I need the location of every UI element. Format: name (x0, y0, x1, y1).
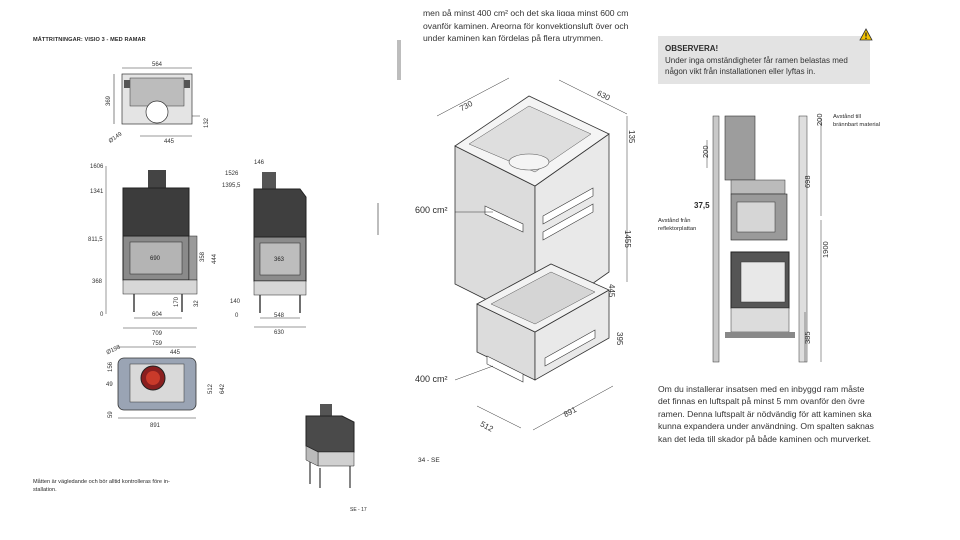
section-d698: 698 (803, 175, 812, 188)
body-line-4: kunna expandera under användning. Om spa… (658, 421, 874, 432)
section-d385: 385 (803, 331, 812, 344)
enc-dim-f: 395 (615, 332, 624, 346)
front-b1: 170 (174, 296, 180, 307)
label-600cm2: 600 cm² (415, 205, 448, 215)
side-view-drawing: 146 1526 1395,5 363 140 0 548 630 (222, 160, 307, 335)
side-h3: 140 (230, 299, 241, 305)
enc-dim-g: 512 (479, 419, 495, 433)
section-d1900: 1900 (821, 241, 830, 258)
body-paragraph: Om du installerar insatsen med en inbygg… (658, 383, 883, 445)
front-glass-h: 358 (200, 251, 206, 262)
top-depth-label: 369 (106, 95, 112, 106)
intro-line-2: ovanför kaminen. Areorna för konvektions… (423, 21, 629, 31)
body-line-3: ramen. Denna luftspalt är nödvändig för … (658, 408, 872, 419)
front-b2: 32 (194, 300, 200, 307)
intro-line-3: under kaminen kan fördelas på flera utry… (423, 33, 604, 43)
top-side-label: 132 (204, 117, 210, 128)
front-r1: 444 (212, 253, 218, 264)
left-page-note: Måtten är vägledande och bör alltid kont… (33, 479, 170, 493)
warning-body: Under inga omständigheter får ramen bela… (665, 56, 848, 76)
plan-view-drawing: Ø198 759 445 156 49 59 512 642 891 (106, 341, 226, 429)
front-view-drawing: 1606 1341 811,5 368 0 690 444 358 170 32… (88, 164, 218, 335)
plan-w3: 891 (150, 423, 161, 429)
side-h2: 1395,5 (222, 183, 241, 189)
plan-l3: 59 (108, 411, 114, 418)
plan-w1: 759 (152, 341, 163, 347)
warning-box (658, 36, 870, 84)
side-v1: 363 (274, 257, 285, 263)
enc-dim-c: 135 (627, 130, 636, 144)
top-width-label: 564 (152, 62, 163, 68)
front-h2: 1341 (90, 189, 104, 195)
fireplace-3d-drawing (305, 404, 355, 488)
left-page: MÅTTRITNINGAR: VISIO 3 - MED RAMAR 564 3… (0, 0, 395, 540)
front-h1: 1606 (90, 164, 104, 170)
enc-dim-h: 891 (562, 405, 578, 419)
warning-title: OBSERVERA! (665, 44, 719, 53)
side-d1: 548 (274, 313, 285, 319)
right-page-number: 34 - SE (418, 457, 440, 464)
front-h4: 368 (92, 279, 103, 285)
label-400cm2: 400 cm² (415, 374, 448, 384)
side-h1: 1526 (225, 171, 239, 177)
front-zero: 0 (100, 312, 104, 318)
body-line-2: det finnas en luftspalt på minst 5 mm ov… (658, 396, 865, 407)
plan-h2: 642 (220, 383, 226, 394)
gutter-mark-mid (377, 203, 379, 235)
right-page: men på minst 400 cm² och det ska ligga m… (403, 0, 960, 540)
front-h3: 811,5 (88, 237, 103, 243)
warning-icon (859, 28, 873, 41)
front-glass-label: 690 (150, 256, 161, 262)
intro-line-1: men på minst 400 cm² och det ska ligga m… (423, 9, 629, 16)
section-label-left: Avstånd från reflektorplattan (658, 218, 697, 232)
enclosure-drawing: 730 630 135 1455 445 395 512 891 (436, 77, 636, 434)
body-line-5: kan det leda till skador på både kaminen… (658, 433, 872, 444)
section-d200b: 200 (701, 145, 710, 158)
body-line-1: Om du installerar insatsen med en inbygg… (658, 384, 865, 394)
left-page-number: SE - 17 (350, 507, 367, 513)
plan-l2: 49 (106, 382, 113, 388)
enc-dim-b: 630 (595, 89, 611, 103)
side-t1: 146 (254, 160, 265, 166)
side-zero: 0 (235, 313, 239, 319)
front-w2: 709 (152, 331, 163, 335)
gutter-mark-top (397, 40, 401, 80)
section-label-right: Avstånd till brännbart material (833, 114, 881, 128)
side-d2: 630 (274, 330, 285, 335)
left-page-heading: MÅTTRITNINGAR: VISIO 3 - MED RAMAR (33, 37, 146, 43)
enc-dim-d: 1455 (623, 230, 632, 248)
plan-l1: 156 (108, 361, 114, 372)
top-diameter-label: Ø149 (108, 131, 124, 145)
top-bottom-width-label: 445 (164, 139, 175, 145)
section-drawing (706, 115, 822, 363)
plan-w2: 445 (170, 350, 181, 356)
enc-dim-e: 445 (607, 284, 616, 298)
plan-h1: 512 (208, 383, 214, 394)
front-w1: 604 (152, 312, 163, 318)
enc-dim-a: 730 (458, 99, 474, 113)
section-d37: 37,5 (694, 201, 710, 210)
plan-dia: Ø198 (106, 344, 122, 356)
section-d200a: 200 (815, 113, 824, 126)
top-view-drawing: 564 369 132 445 Ø149 (106, 62, 210, 145)
